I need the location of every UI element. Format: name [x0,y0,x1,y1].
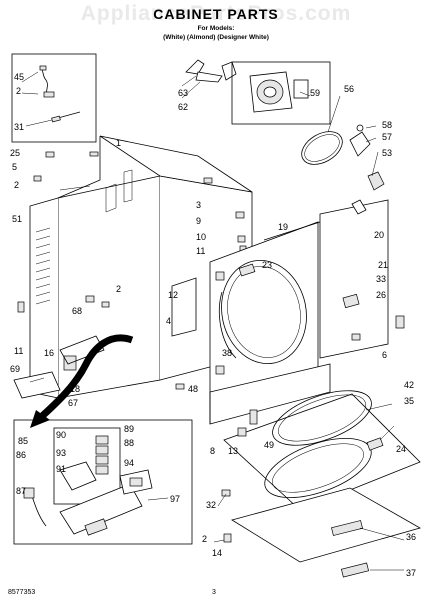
callout-24: 24 [396,444,406,454]
callout-9: 9 [196,216,201,226]
callout-18: 18 [70,384,80,394]
callout-11b: 11 [14,346,23,356]
burner-inset-box [13,419,193,545]
callout-2c: 2 [116,284,121,294]
callout-26: 26 [376,290,386,300]
callout-36: 36 [406,532,416,542]
callout-48: 48 [188,384,198,394]
callout-33: 33 [376,274,386,284]
callout-67: 67 [68,398,78,408]
footer-part-number: 8577353 [8,589,35,596]
callout-23: 23 [262,260,272,270]
callout-93: 93 [56,448,66,458]
callout-32: 32 [206,500,216,510]
cabinet-vents [35,227,51,305]
callout-16: 16 [44,348,54,358]
callout-53: 53 [382,148,392,158]
callout-20: 20 [374,230,384,240]
base-assembly [223,390,421,511]
callout-89: 89 [124,424,134,434]
callout-68: 68 [72,306,82,316]
base-plate [231,487,422,578]
top-brackets [181,59,237,99]
callout-2b: 2 [14,180,19,190]
callout-labels: 45 2 31 1 25 5 2 51 63 62 59 56 58 57 53… [10,72,416,578]
callout-35: 35 [404,396,414,406]
callout-2d: 2 [202,534,207,544]
callout-91: 91 [56,464,66,474]
toe-panel [209,363,331,425]
valve-coils [95,435,109,475]
diagram-title: CABINET PARTS [153,6,279,22]
drive-belt [301,95,385,191]
callout-19: 19 [278,222,288,232]
diagram-header: CABINET PARTS For Models: (White) (Almon… [0,0,432,46]
callout-10: 10 [196,232,206,242]
callout-42: 42 [404,380,414,390]
harness-inset-box [11,53,97,143]
callout-21: 21 [378,260,388,270]
callout-62: 62 [178,102,188,112]
callout-59: 59 [310,88,320,98]
callout-12: 12 [168,290,178,300]
callout-69: 69 [10,364,20,374]
callout-37: 37 [406,568,416,578]
callout-45: 45 [14,72,24,82]
callout-87: 87 [16,486,26,496]
callout-25: 25 [10,148,20,158]
callout-86: 86 [16,450,26,460]
callout-88: 88 [124,438,134,448]
callout-31: 31 [14,122,24,132]
footer-page-number: 3 [212,589,216,596]
callout-13: 13 [228,446,238,456]
callout-38: 38 [222,348,232,358]
left-lower-parts [13,295,110,399]
callout-58: 58 [382,120,392,130]
callout-85: 85 [18,436,28,446]
right-panel [263,199,405,359]
callout-2: 2 [16,86,21,96]
colors-line: (White) (Almond) (Designer White) [163,34,269,41]
models-line: For Models: [197,25,235,32]
inset-pointer-arrow [30,334,134,428]
callout-97: 97 [170,494,180,504]
callout-49: 49 [264,440,274,450]
motor-inset-box [231,61,331,125]
callout-94: 94 [124,458,134,468]
callout-11: 11 [196,246,205,256]
callout-63: 63 [178,88,188,98]
callout-5: 5 [12,162,17,172]
callout-57: 57 [382,132,392,142]
callout-3: 3 [196,200,201,210]
callout-90: 90 [56,430,66,440]
callout-1: 1 [116,138,121,148]
diagram-footer: 8577353 3 [8,589,216,596]
callout-56: 56 [344,84,354,94]
callout-4: 4 [166,316,171,326]
callout-14: 14 [212,548,222,558]
callout-6: 6 [382,350,387,360]
misc-fasteners [175,383,258,543]
callout-51: 51 [12,214,22,224]
watermark: AppliancePartsPros.com [80,2,352,25]
callout-8: 8 [210,446,215,456]
